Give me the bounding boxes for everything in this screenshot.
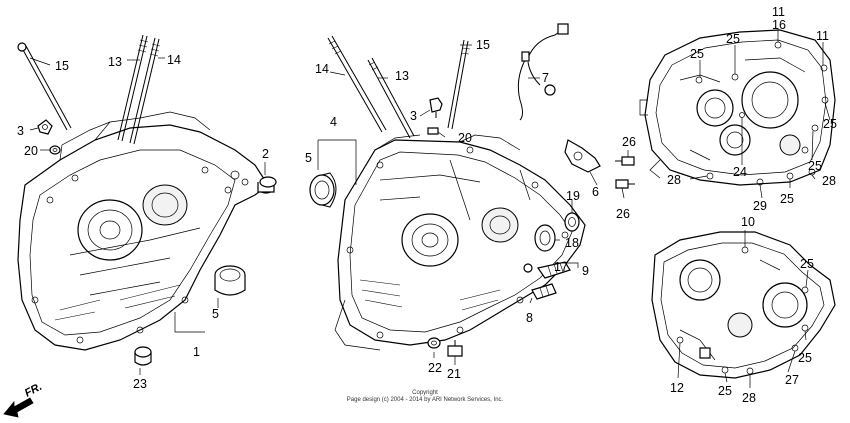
center-studs xyxy=(327,35,471,139)
callout-22-center: 22 xyxy=(428,361,442,375)
callout-15-center: 15 xyxy=(476,38,490,52)
left-leader-lines xyxy=(29,57,266,375)
callout-11-right: 11 xyxy=(816,29,829,43)
callout-23-left: 23 xyxy=(133,377,147,391)
callout-4-center: 4 xyxy=(330,115,337,129)
front-arrow-icon xyxy=(3,397,34,418)
callout-25-top-left: 25 xyxy=(690,47,704,61)
callout-26-upper: 26 xyxy=(622,135,636,149)
callout-25-top-right: 25 xyxy=(823,117,837,131)
center-leader-lines xyxy=(317,44,629,365)
callout-11-top: 11 xyxy=(772,5,785,19)
callout-25-top-bottom: 25 xyxy=(780,192,794,206)
callout-3-left: 3 xyxy=(17,124,24,138)
callout-29-top: 29 xyxy=(753,199,767,213)
callout-12-bottom: 12 xyxy=(670,381,684,395)
callout-3-center: 3 xyxy=(410,109,417,123)
callout-6-center: 6 xyxy=(592,185,599,199)
callout-19-center: 19 xyxy=(566,189,580,203)
front-direction-indicator: FR. xyxy=(3,381,44,418)
callout-2-left: 2 xyxy=(262,147,269,161)
right-bottom-case-face xyxy=(651,231,836,379)
callout-28-top-left: 28 xyxy=(667,173,681,187)
callout-17-center: 17 xyxy=(554,260,568,274)
callout-14-center: 14 xyxy=(315,62,329,76)
right-top-leader-lines xyxy=(689,28,831,199)
callout-27-bottom: 27 xyxy=(785,373,799,387)
left-studs xyxy=(17,34,161,145)
callout-21-center: 21 xyxy=(447,367,461,381)
callout-15-left: 15 xyxy=(55,59,69,73)
callout-25-bottom-mid: 25 xyxy=(718,384,732,398)
center-small-parts xyxy=(427,23,635,357)
callout-5-center: 5 xyxy=(305,151,312,165)
front-direction-label: FR. xyxy=(23,381,44,400)
copyright-caption: Copyright Page design (c) 2004 - 2014 by… xyxy=(347,390,504,403)
callout-1-left: 1 xyxy=(193,345,200,359)
callout-25-bottom-right: 25 xyxy=(798,351,812,365)
callout-7-center: 7 xyxy=(542,71,549,85)
callout-25-top-right-lower: 25 xyxy=(808,159,822,173)
callout-20-center: 20 xyxy=(458,131,472,145)
callout-labels: 15 13 14 3 20 2 5 1 23 4 5 14 13 15 3 20… xyxy=(17,5,837,405)
callout-8-center: 8 xyxy=(526,311,533,325)
callout-25-top-mid: 25 xyxy=(726,32,740,46)
callout-13-center: 13 xyxy=(395,69,409,83)
callout-20-left: 20 xyxy=(24,144,38,158)
right-bottom-leader-lines xyxy=(677,230,809,388)
callout-26-lower: 26 xyxy=(616,207,630,221)
callout-13-left: 13 xyxy=(108,55,122,69)
right-top-case-face xyxy=(639,29,836,186)
left-small-parts xyxy=(37,119,277,366)
left-crankcase-assembly xyxy=(17,111,269,351)
callout-14-left: 14 xyxy=(167,53,181,67)
callout-9-center: 9 xyxy=(582,264,589,278)
callout-24-top: 24 xyxy=(733,165,747,179)
caption-line-1: Copyright xyxy=(412,390,438,396)
callout-10-bottom: 10 xyxy=(741,215,755,229)
center-seal xyxy=(309,172,337,208)
center-crankcase-assembly xyxy=(334,134,586,351)
callout-18-center: 18 xyxy=(565,236,579,250)
caption-line-2: Page design (c) 2004 - 2014 by ARI Netwo… xyxy=(347,397,504,403)
callout-25-bottom-upper: 25 xyxy=(800,257,814,271)
callout-5-left: 5 xyxy=(212,307,219,321)
callout-28-top-right: 28 xyxy=(822,174,836,188)
callout-16-top: 16 xyxy=(772,18,786,32)
callout-28-bottom: 28 xyxy=(742,391,756,405)
